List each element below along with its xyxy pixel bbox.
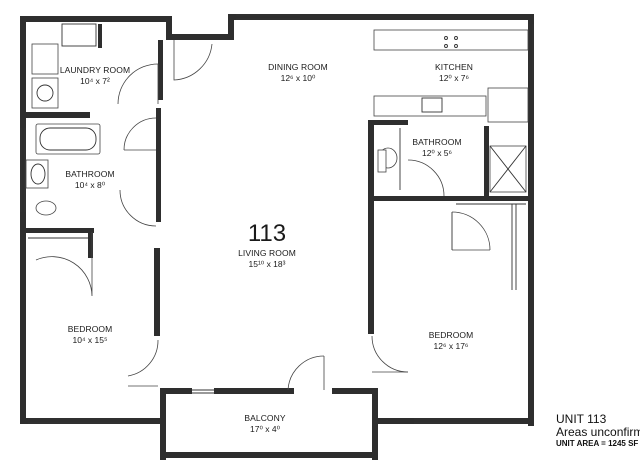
- fixtures: [25, 23, 529, 394]
- room-dim-kitchen: 12⁰ x 7⁶: [439, 73, 469, 83]
- room-dim-laundry: 10⁴ x 7²: [80, 76, 110, 86]
- room-dim-bed1: 10⁴ x 15⁵: [72, 335, 107, 345]
- room-name-balcony: BALCONY: [244, 413, 286, 423]
- room-name-bed2: BEDROOM: [429, 330, 474, 340]
- room-dim-balcony: 17⁰ x 4⁰: [250, 424, 281, 434]
- windows: [20, 14, 534, 424]
- room-name-bed1: BEDROOM: [68, 324, 113, 334]
- room-name-bath1: BATHROOM: [65, 169, 114, 179]
- room-name-living: LIVING ROOM: [238, 248, 296, 258]
- unit-number: 113: [248, 220, 286, 247]
- room-dim-bed2: 12⁶ x 17⁶: [434, 341, 469, 351]
- legend-unit-area: UNIT AREA = 1245 SF: [556, 439, 639, 448]
- legend-unit: UNIT 113: [556, 412, 607, 426]
- room-dim-bath1: 10⁴ x 8⁰: [75, 180, 106, 190]
- room-dim-living: 15¹⁰ x 18³: [249, 259, 286, 269]
- room-name-bath2: BATHROOM: [412, 137, 461, 147]
- room-name-laundry: LAUNDRY ROOM: [60, 65, 130, 75]
- room-dim-dining: 12⁶ x 10⁰: [281, 73, 316, 83]
- legend-areas-note: Areas unconfirme: [556, 425, 640, 439]
- room-name-kitchen: KITCHEN: [435, 62, 473, 72]
- room-name-dining: DINING ROOM: [268, 62, 328, 72]
- doors: [35, 40, 491, 391]
- walls: [20, 14, 534, 460]
- room-dim-bath2: 12⁰ x 5⁶: [422, 148, 452, 158]
- room-labels: LAUNDRY ROOM 10⁴ x 7² DINING ROOM 12⁶ x …: [60, 62, 473, 434]
- unit-legend: UNIT 113 Areas unconfirme UNIT AREA = 12…: [556, 412, 640, 449]
